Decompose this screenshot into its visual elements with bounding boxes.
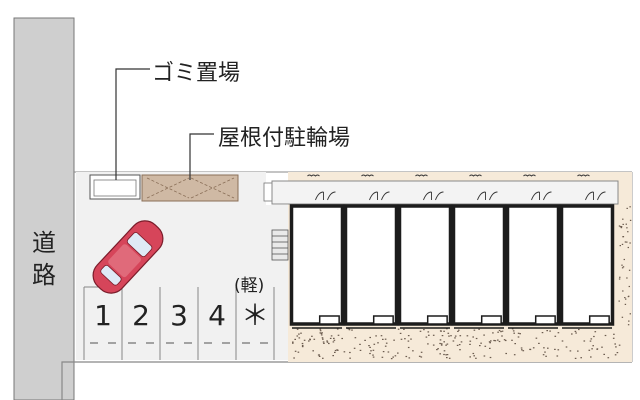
car-rear-window [100, 264, 122, 286]
door-mark [469, 174, 482, 177]
lot-bottom-edge [61, 361, 632, 400]
parking-space-number: 1 [94, 299, 112, 332]
parking-space-number: 4 [208, 299, 226, 332]
parking-space-number: ＊ [241, 299, 269, 332]
road-label-char-2: 路 [32, 261, 56, 289]
dwelling-unit [397, 204, 453, 329]
bike-shelter-leader [189, 133, 214, 180]
door-marks [307, 174, 606, 201]
door-mark [477, 191, 498, 201]
meter-box [263, 182, 273, 202]
door-mark [361, 174, 374, 177]
parking-space-number: 2 [132, 299, 150, 332]
building-speckle [292, 206, 632, 360]
door-mark [585, 191, 606, 201]
garbage-label: ゴミ置場 [152, 61, 240, 86]
dwelling-unit [559, 204, 615, 329]
door-mark [315, 191, 336, 201]
dwelling-unit [505, 204, 561, 329]
car-roof [108, 244, 141, 278]
car-windshield [126, 232, 153, 258]
garbage-box [93, 179, 137, 197]
light-vehicle-label: (軽) [234, 276, 264, 296]
door-mark [577, 174, 590, 177]
dwelling-unit [343, 204, 399, 329]
parking-space-number: 3 [170, 299, 188, 332]
door-mark [523, 174, 536, 177]
bike-shelter-label: 屋根付駐輪場 [218, 126, 350, 151]
door-mark [423, 191, 444, 201]
building-upper-band [271, 180, 619, 205]
road [13, 17, 75, 400]
parking-space: ＊ [235, 287, 275, 360]
stairs [271, 229, 289, 261]
road-label: 道 路 [32, 229, 56, 289]
dwelling-unit [451, 204, 507, 329]
door-mark [531, 191, 552, 201]
car [92, 220, 164, 294]
door-mark [369, 191, 390, 201]
road-label-char-1: 道 [32, 229, 56, 257]
door-mark [307, 174, 320, 177]
dwelling-unit [289, 204, 345, 329]
dwelling-units [289, 204, 615, 329]
bike-shelter-hatch [146, 177, 235, 199]
door-mark [415, 174, 428, 177]
garbage-leader [115, 68, 150, 180]
